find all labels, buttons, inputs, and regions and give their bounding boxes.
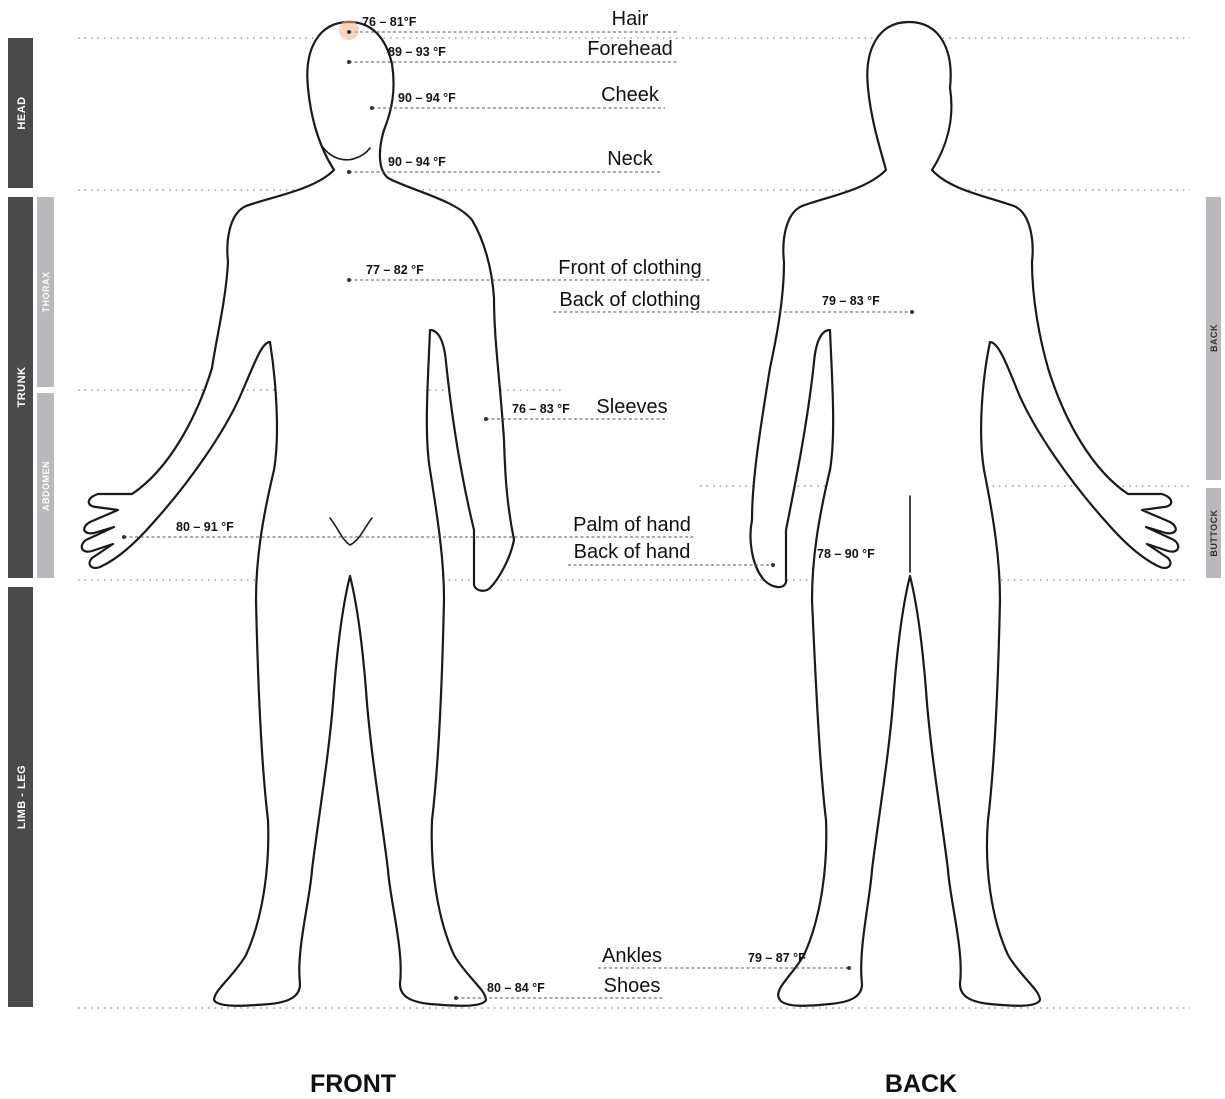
bar-abdomen-label: ABDOMEN — [41, 461, 51, 511]
bar-head-label: HEAD — [16, 96, 28, 129]
temp-neck: 90 – 94 °F — [388, 155, 446, 169]
point-ankles — [847, 966, 851, 970]
region-cheek: Cheek — [601, 84, 660, 106]
front-body-outline — [82, 22, 514, 1006]
point-hair — [347, 30, 351, 34]
region-shoes: Shoes — [604, 975, 661, 997]
region-hair: Hair — [612, 8, 649, 30]
temp-back-hand: 78 – 90 °F — [817, 547, 875, 561]
temp-back-clothing: 79 – 83 °F — [822, 294, 880, 308]
bar-limb-leg-label: LIMB - LEG — [16, 765, 28, 829]
region-front-clothing: Front of clothing — [558, 257, 701, 279]
point-back-hand — [771, 563, 775, 567]
back-body-figure — [751, 22, 1179, 1006]
temp-cheek: 90 – 94 °F — [398, 91, 456, 105]
temp-ankles: 79 – 87 °F — [748, 951, 806, 965]
point-sleeves — [484, 417, 488, 421]
front-view-title: FRONT — [310, 1070, 396, 1098]
left-region-bars: HEAD TRUNK THORAX ABDOMEN LIMB - LEG — [8, 38, 54, 1007]
region-neck: Neck — [607, 148, 654, 170]
point-cheek — [370, 106, 374, 110]
point-shoes — [454, 996, 458, 1000]
bar-trunk-label: TRUNK — [16, 367, 28, 408]
temp-palm: 80 – 91 °F — [176, 520, 234, 534]
point-front-clothing — [347, 278, 351, 282]
front-body-figure — [82, 22, 514, 1006]
bar-back-label: BACK — [1209, 324, 1219, 352]
region-forehead: Forehead — [587, 38, 673, 60]
measurement-points — [122, 20, 914, 1000]
point-forehead — [347, 60, 351, 64]
region-names: Hair Forehead Cheek Neck Front of clothi… — [558, 8, 701, 997]
point-neck — [347, 170, 351, 174]
leader-lines — [124, 32, 912, 998]
region-back-clothing: Back of clothing — [559, 289, 700, 311]
temp-front-clothing: 77 – 82 °F — [366, 263, 424, 277]
right-region-bars: BACK BUTTOCK — [1206, 197, 1221, 578]
region-sleeves: Sleeves — [596, 396, 667, 418]
temp-forehead: 89 – 93 °F — [388, 45, 446, 59]
bar-thorax-label: THORAX — [41, 272, 51, 313]
back-body-outline — [751, 22, 1179, 1006]
region-palm: Palm of hand — [573, 514, 691, 536]
temp-shoes: 80 – 84 °F — [487, 981, 545, 995]
region-back-hand: Back of hand — [574, 541, 691, 563]
temp-sleeves: 76 – 83 °F — [512, 402, 570, 416]
temp-hair: 76 – 81°F — [362, 15, 417, 29]
point-back-clothing — [910, 310, 914, 314]
region-ankles: Ankles — [602, 945, 662, 967]
point-palm — [122, 535, 126, 539]
back-view-title: BACK — [885, 1070, 957, 1098]
bar-buttock-label: BUTTOCK — [1209, 509, 1219, 556]
